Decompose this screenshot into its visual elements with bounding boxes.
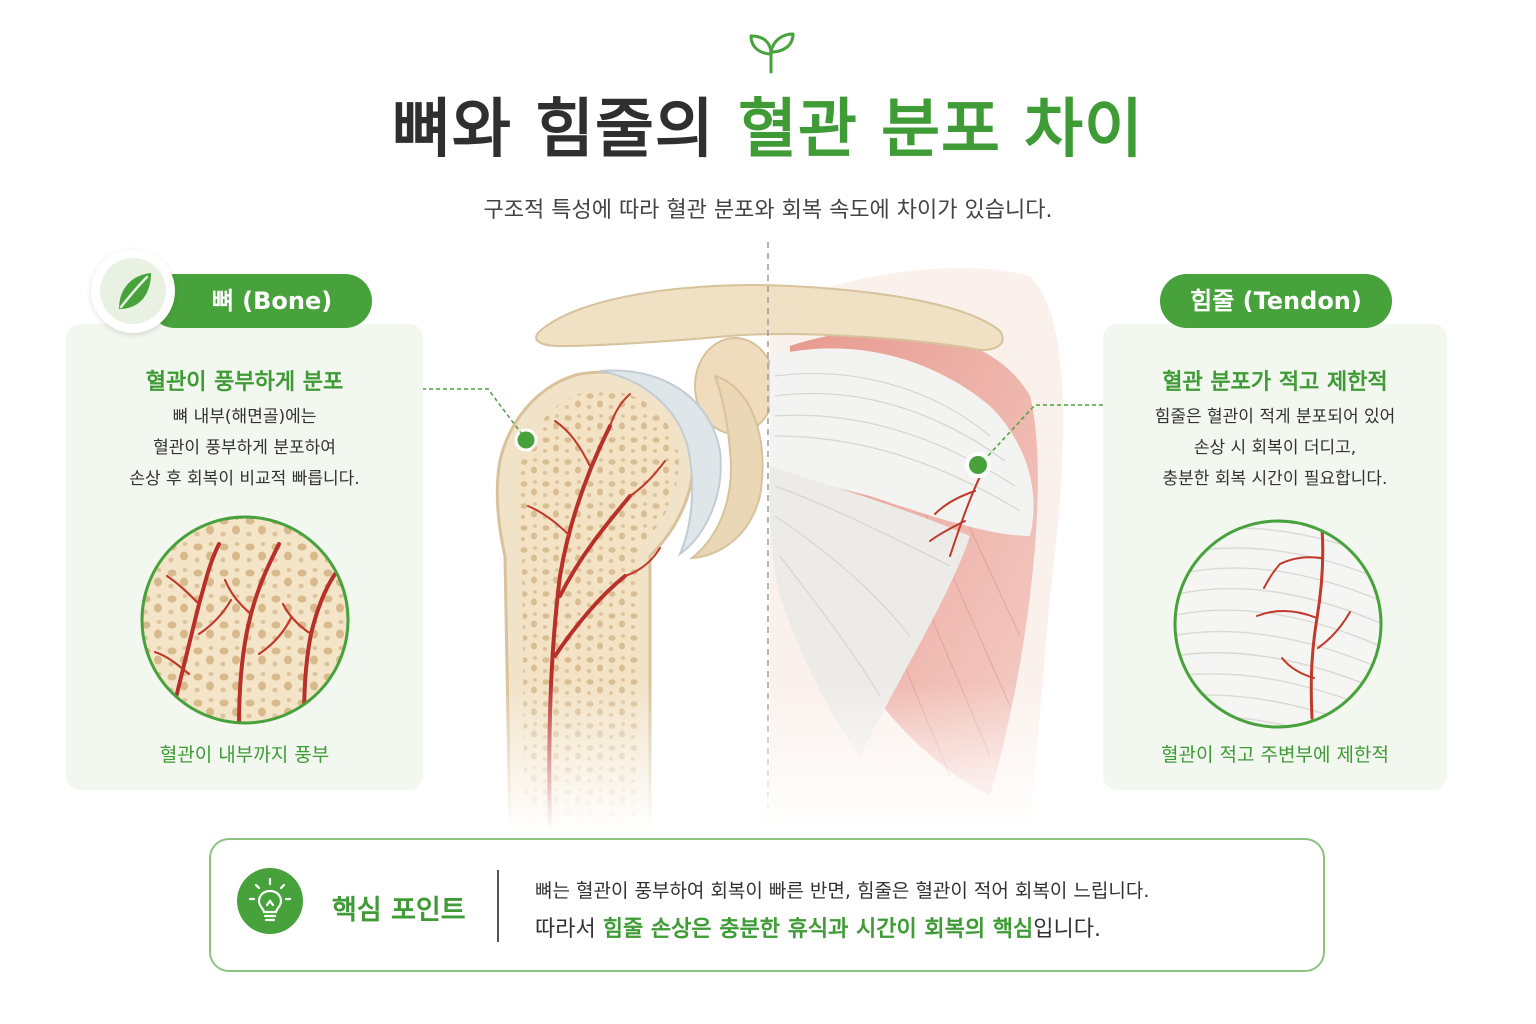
key-point-line-2: 따라서 힘줄 손상은 충분한 휴식과 시간이 회복의 핵심입니다. [535, 911, 1101, 943]
shoulder-illustration [430, 236, 1110, 830]
tendon-line-3: 충분한 회복 시간이 필요합니다. [1162, 469, 1388, 489]
page-title: 뼈와 힘줄의 혈관 분포 차이 [0, 78, 1536, 170]
bone-closeup-circle [140, 515, 350, 725]
bone-description: 뼈 내부(해면골)에는 혈관이 풍부하게 분포하여 손상 후 회복이 비교적 빠… [66, 402, 423, 495]
key-point-line-1: 뼈는 혈관이 풍부하여 회복이 빠른 반면, 힘줄은 혈관이 적어 회복이 느립… [535, 880, 1150, 902]
bone-line-2: 혈관이 풍부하게 분포하여 [153, 438, 336, 458]
lightbulb-icon [248, 877, 292, 922]
title-main: 뼈와 힘줄의 [392, 93, 739, 167]
bone-line-3: 손상 후 회복이 비교적 빠릅니다. [129, 469, 360, 489]
tendon-line-1: 힘줄은 혈관이 적게 분포되어 있어 [1154, 407, 1396, 427]
leaf-badge [91, 249, 175, 333]
bone-heading: 혈관이 풍부하게 분포 [145, 370, 344, 395]
tendon-line-2: 손상 시 회복이 더디고, [1193, 438, 1357, 458]
page-subtitle: 구조적 특성에 따라 혈관 분포와 회복 속도에 차이가 있습니다. [483, 198, 1053, 223]
bone-leader-line [422, 388, 525, 438]
tendon-closeup-circle [1173, 519, 1383, 729]
lightbulb-badge [237, 868, 303, 934]
key-line2-pre: 따라서 [535, 917, 603, 942]
title-highlight: 혈관 분포 차이 [738, 93, 1144, 167]
leaf-icon [119, 273, 151, 309]
key-point-divider [497, 870, 499, 942]
bone-line-1: 뼈 내부(해면골)에는 [172, 407, 317, 427]
bone-caption: 혈관이 내부까지 풍부 [159, 744, 330, 766]
tendon-label-pill: 힘줄 (Tendon) [1160, 274, 1392, 328]
bone-label-pill: 뼈 (Bone) [148, 274, 372, 328]
tendon-caption: 혈관이 적고 주변부에 제한적 [1161, 744, 1389, 766]
key-line2-emphasis: 힘줄 손상은 충분한 휴식과 시간이 회복의 핵심 [602, 917, 1034, 942]
tendon-heading: 혈관 분포가 적고 제한적 [1162, 370, 1388, 395]
sprout-icon [749, 32, 795, 74]
key-point-label: 핵심 포인트 [332, 895, 466, 926]
tendon-description: 힘줄은 혈관이 적게 분포되어 있어 손상 시 회복이 더디고, 충분한 회복 … [1103, 402, 1447, 495]
key-point-box [209, 838, 1325, 972]
tendon-leader-line [985, 404, 1103, 459]
key-line2-post: 입니다. [1033, 917, 1101, 942]
